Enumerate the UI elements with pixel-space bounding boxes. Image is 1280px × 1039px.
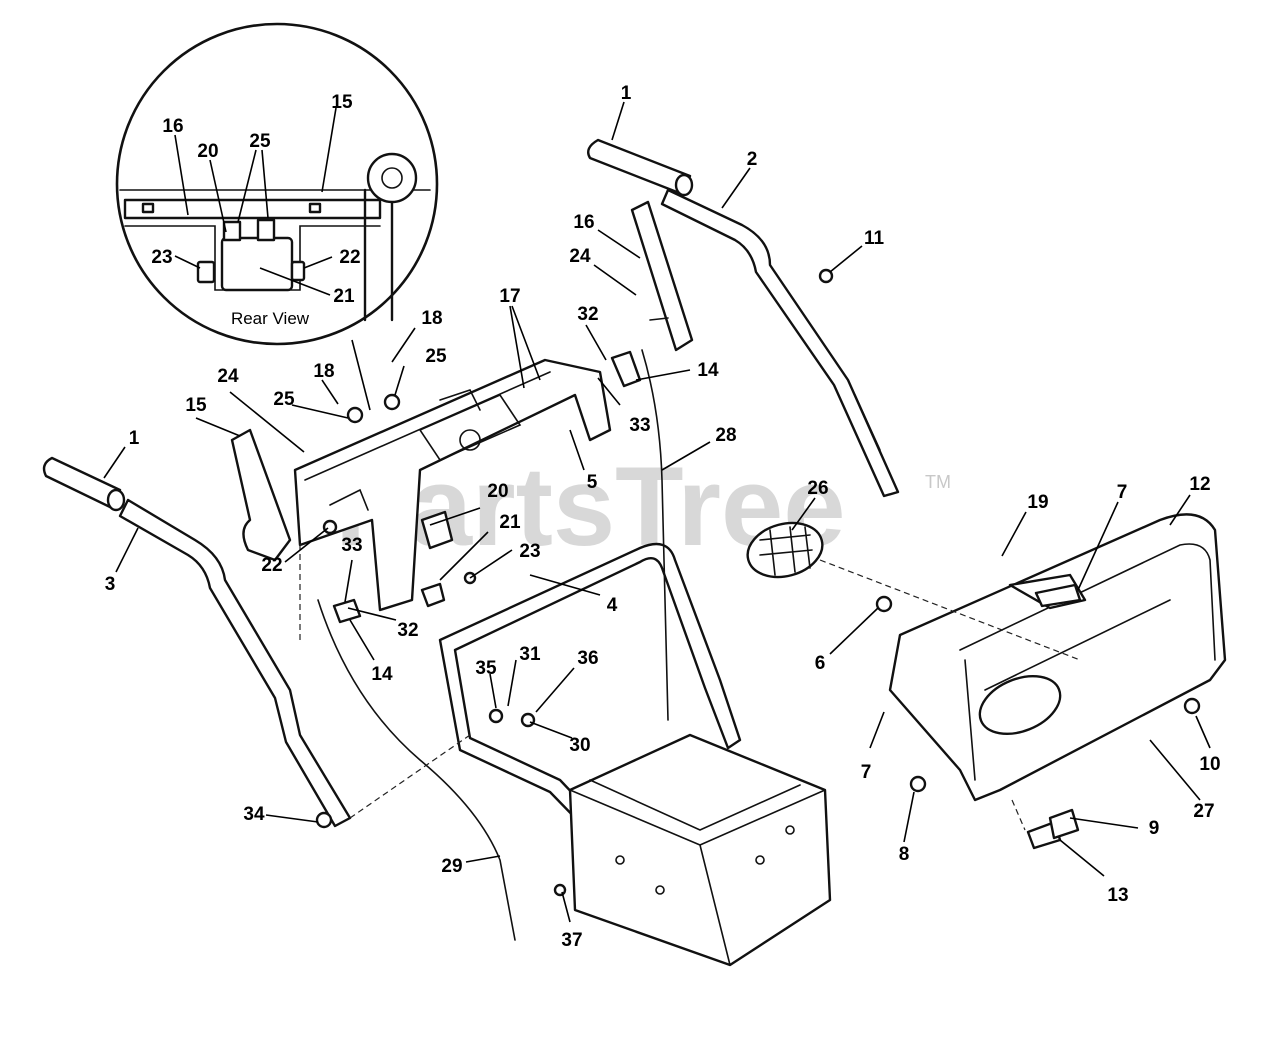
callout-29: 29 <box>441 856 462 877</box>
callout-33a: 33 <box>629 415 650 436</box>
callout-10: 10 <box>1199 754 1220 775</box>
watermark-trademark: TM <box>925 472 951 492</box>
inset-callout-22: 22 <box>339 247 360 268</box>
callout-9: 9 <box>1149 818 1160 839</box>
callout-37: 37 <box>561 930 582 951</box>
callout-21: 21 <box>499 512 521 533</box>
callout-25a: 25 <box>425 346 447 367</box>
side-panel-left <box>230 428 292 562</box>
console-panel <box>293 358 612 612</box>
callout-34: 34 <box>243 804 265 825</box>
callout-24b: 24 <box>217 366 239 387</box>
rear-view-caption: Rear View <box>231 309 310 328</box>
callout-14a: 14 <box>697 360 719 381</box>
callout-33b: 33 <box>341 535 362 556</box>
callout-28: 28 <box>715 425 736 446</box>
callout-8: 8 <box>899 844 910 865</box>
cable-29 <box>317 599 516 941</box>
callout-leaders <box>103 101 1211 923</box>
cable-28 <box>641 349 669 721</box>
callout-1a: 1 <box>621 83 632 104</box>
callout-labels: 1 2 11 16 24 32 17 14 33 28 18 25 18 25 … <box>105 83 1221 951</box>
callout-15: 15 <box>185 395 207 416</box>
upper-handle-right <box>587 138 900 498</box>
frame-block <box>568 733 832 967</box>
callout-36: 36 <box>577 648 598 669</box>
upper-handle-left <box>42 456 352 828</box>
callout-19: 19 <box>1027 492 1048 513</box>
callout-22: 22 <box>261 555 282 576</box>
callout-5: 5 <box>587 472 598 493</box>
inset-callout-21: 21 <box>333 286 355 307</box>
callout-35: 35 <box>475 658 497 679</box>
upper-panel <box>630 200 694 352</box>
callout-13: 13 <box>1107 885 1128 906</box>
callout-18a: 18 <box>421 308 442 329</box>
callout-25b: 25 <box>273 389 295 410</box>
inset-callout-25: 25 <box>249 131 271 152</box>
callout-17: 17 <box>499 286 520 307</box>
callout-30: 30 <box>569 735 590 756</box>
callout-1b: 1 <box>129 428 140 449</box>
inset-callout-16: 16 <box>162 116 183 137</box>
callout-26: 26 <box>807 478 828 499</box>
auger-housing <box>888 513 1227 802</box>
inset-callout-15: 15 <box>331 92 353 113</box>
callout-16: 16 <box>573 212 594 233</box>
callout-7a: 7 <box>1117 482 1128 503</box>
callout-32a: 32 <box>577 304 598 325</box>
callout-27: 27 <box>1193 801 1214 822</box>
callout-3: 3 <box>105 574 116 595</box>
inset-callout-23: 23 <box>151 247 172 268</box>
callout-23: 23 <box>519 541 540 562</box>
callout-24a: 24 <box>569 246 591 267</box>
callout-6: 6 <box>815 653 826 674</box>
callout-12: 12 <box>1189 474 1210 495</box>
headlight <box>746 521 824 579</box>
callout-2: 2 <box>747 149 758 170</box>
callout-32b: 32 <box>397 620 418 641</box>
hardware <box>315 268 1201 897</box>
callout-18b: 18 <box>313 361 334 382</box>
callout-31: 31 <box>519 644 541 665</box>
callout-20: 20 <box>487 481 508 502</box>
callout-14b: 14 <box>371 664 393 685</box>
inset-callout-20: 20 <box>197 141 218 162</box>
rear-view-inset: 15 16 20 25 23 22 21 Rear View <box>115 22 439 346</box>
callout-4: 4 <box>607 595 618 616</box>
callout-7b: 7 <box>861 762 872 783</box>
callout-11: 11 <box>864 228 885 249</box>
